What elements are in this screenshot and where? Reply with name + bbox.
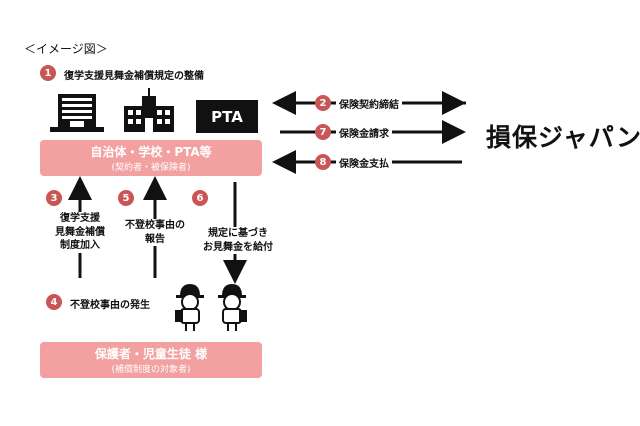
step-6-line-1: 規定に基づき	[208, 228, 268, 239]
insurer-name: 損保ジャパン	[486, 123, 640, 152]
step-badge-1: 1	[40, 65, 56, 81]
step-badge-5: 5	[118, 190, 134, 206]
step-badge-6: 6	[192, 190, 208, 206]
step-6-line-2: お見舞金を給付	[203, 241, 273, 253]
step-3-line-3: 制度加入	[60, 240, 100, 251]
step-label-2: 保険契約締結	[336, 96, 402, 111]
school-icon	[124, 88, 174, 132]
child-icon	[218, 284, 247, 331]
step-label-4: 不登校事由の発生	[70, 300, 150, 311]
party-top-subtitle: (契約者・被保険者)	[111, 163, 191, 173]
party-box-top: 自治体・学校・PTA等 (契約者・被保険者)	[40, 140, 262, 176]
step-label-5: 不登校事由の 報告	[117, 219, 193, 246]
party-top-title: 自治体・学校・PTA等	[90, 145, 212, 159]
step-badge-4: 4	[46, 294, 62, 310]
party-bottom-title: 保護者・児童生徒 様	[94, 347, 208, 361]
step-label-7: 保険金請求	[336, 125, 392, 140]
pta-label: PTA	[196, 100, 258, 133]
step-3-line-2: 見舞金補償	[55, 226, 105, 238]
step-badge-8: 8	[315, 154, 331, 170]
step-label-8: 保険金支払	[336, 155, 392, 170]
step-5-line-1: 不登校事由の	[125, 220, 185, 231]
step-label-3: 復学支援 見舞金補償 制度加入	[50, 212, 110, 253]
step-badge-2: 2	[315, 95, 331, 111]
party-box-bottom: 保護者・児童生徒 様 (補償制度の対象者)	[40, 342, 262, 378]
step-badge-3: 3	[46, 190, 62, 206]
step-label-6: 規定に基づき お見舞金を給付	[195, 227, 281, 254]
step-badge-7: 7	[315, 124, 331, 140]
figure-caption: ＜イメージ図＞	[24, 42, 108, 56]
step-5-line-2: 報告	[145, 233, 165, 245]
office-building-icon	[50, 94, 104, 132]
party-bottom-subtitle: (補償制度の対象者)	[111, 365, 191, 375]
child-icon	[175, 284, 204, 331]
step-label-1: 復学支援見舞金補償規定の整備	[64, 71, 204, 82]
step-3-line-1: 復学支援	[60, 213, 100, 224]
